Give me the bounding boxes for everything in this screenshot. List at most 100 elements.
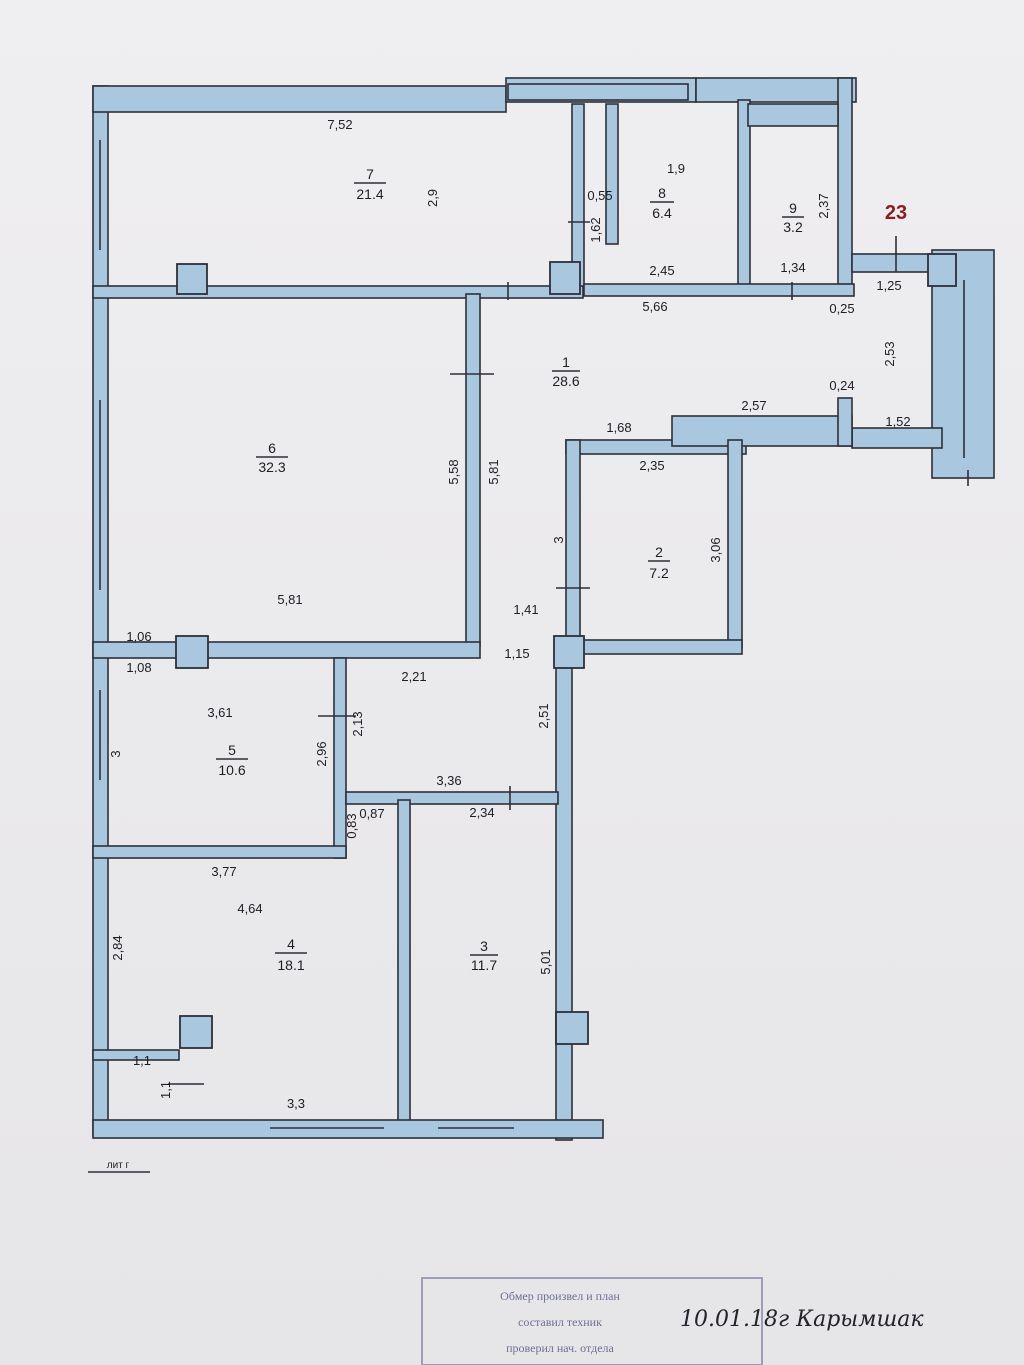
- dimension-label: 3,61: [207, 705, 232, 720]
- dimension-label: 2,45: [649, 263, 674, 278]
- dimension-label: 1,41: [513, 602, 538, 617]
- dimension-label: 1,62: [588, 217, 603, 242]
- room-5-label: 5 10.6: [216, 742, 248, 778]
- handwritten-note: 10.01.18г Карымшак: [680, 1307, 924, 1332]
- dimension-label: 3: [551, 536, 566, 543]
- dimension-label: 0,25: [829, 301, 854, 316]
- stamp-line: составил техник: [518, 1315, 602, 1329]
- room-area: 3.2: [783, 219, 803, 235]
- wall-8-9: [737, 99, 751, 291]
- wall-2-east: [727, 439, 743, 649]
- wall-2-bottom: [565, 639, 743, 655]
- room-area: 32.3: [258, 459, 285, 475]
- dimension-label: 2,13: [350, 711, 365, 736]
- dimension-label: 7,52: [327, 117, 352, 132]
- dimension-label: 2,9: [425, 189, 440, 207]
- balcony-bottom: [851, 427, 943, 449]
- room-number: 4: [287, 936, 295, 952]
- dimension-label: 2,84: [110, 935, 125, 960]
- wall-6-1: [465, 293, 481, 647]
- room-2-label: 2 7.2: [648, 544, 670, 581]
- dimension-label: 1,08: [126, 660, 151, 675]
- walls: [92, 77, 995, 1141]
- column: [549, 261, 581, 295]
- room-8-label: 8 6.4: [650, 185, 674, 221]
- dimension-label: 5,81: [486, 459, 501, 484]
- room-area: 21.4: [356, 186, 383, 202]
- room-area: 11.7: [471, 957, 497, 973]
- columns: [175, 253, 957, 1049]
- room-area: 28.6: [552, 373, 579, 389]
- room-number: 9: [789, 200, 797, 216]
- windows: [99, 83, 965, 1129]
- room-area: 7.2: [649, 565, 669, 581]
- dimension-label: 1,9: [667, 161, 685, 176]
- dimension-label: 0,83: [344, 813, 359, 838]
- column: [553, 635, 585, 669]
- dimension-label: 1,1: [158, 1081, 173, 1099]
- room-area: 10.6: [218, 762, 245, 778]
- wall-5-4: [92, 845, 347, 859]
- room-6-label: 6 32.3: [256, 440, 288, 475]
- room-number: 1: [562, 354, 570, 370]
- room-number: 7: [366, 166, 374, 182]
- dimension-labels: 7,52 2,9 1,9 0,55 1,62 2,37 2,45 1,34 1,…: [108, 117, 911, 1111]
- dimension-label: 1,15: [504, 646, 529, 661]
- room-area: 18.1: [277, 957, 304, 973]
- dimension-label: 3,06: [708, 537, 723, 562]
- dimension-label: 2,51: [536, 703, 551, 728]
- dimension-label: 5,66: [642, 299, 667, 314]
- room-1-label: 1 28.6: [552, 354, 580, 389]
- approval-stamp: Обмер произвел и план составил техник пр…: [421, 1277, 763, 1365]
- room-labels: 1 28.6 2 7.2 3 11.7 4 18.1 5 10.6 6 32.3: [216, 166, 804, 973]
- room-7-label: 7 21.4: [354, 166, 386, 202]
- door-marks: [168, 221, 969, 1085]
- column: [179, 1015, 213, 1049]
- column: [175, 635, 209, 669]
- room-number: 2: [655, 544, 663, 560]
- wall-2-west: [565, 439, 581, 651]
- wall-7-6: [92, 285, 584, 299]
- dimension-label: 2,96: [314, 741, 329, 766]
- wall-north: [92, 85, 507, 113]
- stamp-line: Обмер произвел и план: [500, 1289, 620, 1303]
- dimension-label: 1,1: [133, 1053, 151, 1068]
- wall-east-upper: [837, 77, 853, 289]
- wall-3-east: [555, 649, 573, 1141]
- lit-label: лит г: [107, 1160, 130, 1171]
- wall-8-9-bottom: [583, 283, 855, 297]
- room-number: 3: [480, 938, 488, 954]
- stamp-line: проверил нач. отдела: [506, 1341, 614, 1355]
- dimension-label: 5,58: [446, 459, 461, 484]
- wall-8-west: [605, 103, 619, 245]
- room-area: 6.4: [652, 205, 672, 221]
- niche-top: [92, 1049, 180, 1061]
- wall-3-top: [345, 791, 559, 805]
- balcony-top: [851, 253, 933, 273]
- dimension-label: 2,34: [469, 805, 494, 820]
- dimension-label: 2,57: [741, 398, 766, 413]
- room-3-label: 3 11.7: [470, 938, 498, 973]
- room-number: 6: [268, 440, 276, 456]
- dimension-label: 2,21: [401, 669, 426, 684]
- dimension-label: 1,52: [885, 414, 910, 429]
- sheet-number: 23: [885, 202, 907, 224]
- dimension-label: 5,81: [277, 592, 302, 607]
- dimension-label: 2,35: [639, 458, 664, 473]
- wall-4-3: [397, 799, 411, 1137]
- dimension-label: 0,55: [587, 188, 612, 203]
- wall-6-5: [92, 641, 481, 659]
- dimension-label: 0,87: [359, 806, 384, 821]
- wall-south: [92, 1119, 604, 1139]
- dimension-label: 1,25: [876, 278, 901, 293]
- dimension-label: 2,37: [816, 193, 831, 218]
- wall-9-top: [747, 103, 839, 127]
- dimension-label: 3,3: [287, 1096, 305, 1111]
- dimension-label: 1,34: [780, 260, 805, 275]
- dimension-label: 1,68: [606, 420, 631, 435]
- room-number: 8: [658, 185, 666, 201]
- room-9-label: 9 3.2: [782, 200, 804, 235]
- dimension-label: 4,64: [237, 901, 262, 916]
